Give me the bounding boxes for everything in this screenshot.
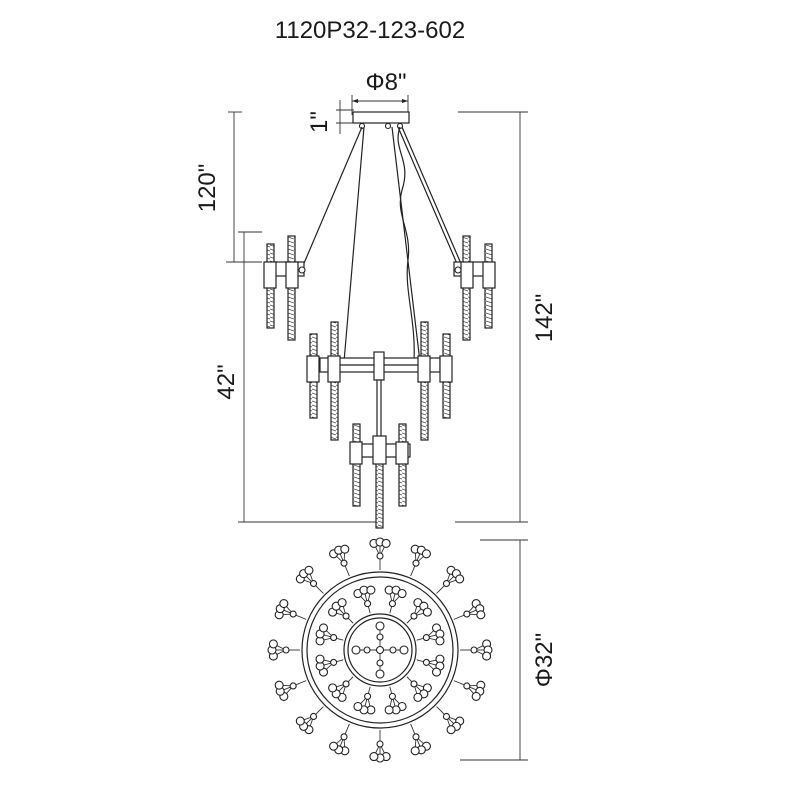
middle-tier	[306, 321, 453, 441]
outer-cluster	[436, 565, 465, 594]
outer-cluster	[274, 599, 307, 620]
fixture-diameter-dimension: Φ32"	[460, 539, 558, 761]
outer-cluster	[295, 565, 324, 594]
outer-cluster	[295, 706, 324, 735]
bottom-view	[267, 537, 493, 763]
middle-cluster	[315, 654, 344, 677]
overall-height-dimension: 142"	[455, 111, 558, 523]
center-light	[375, 645, 385, 655]
inner-light	[399, 645, 409, 655]
upper-tier-left	[263, 235, 306, 341]
middle-cluster	[406, 676, 432, 702]
middle-cluster	[384, 686, 407, 715]
outer-cluster	[329, 544, 350, 577]
inner-light	[363, 646, 371, 654]
canopy-diameter-label: Φ8"	[365, 69, 406, 96]
outer-cluster	[410, 723, 431, 756]
chain-length-dimension: 120"	[194, 111, 262, 263]
canopy-height-label: 1"	[306, 111, 333, 133]
fixture-height-label: 42"	[213, 364, 240, 399]
outer-cluster	[460, 639, 493, 661]
model-number: 1120P32-123-602	[275, 17, 465, 44]
outer-cluster	[410, 544, 431, 577]
middle-cluster	[416, 654, 445, 677]
middle-cluster	[353, 585, 376, 614]
inner-light	[389, 646, 397, 654]
middle-light-clusters	[315, 585, 445, 715]
inner-light-cross	[351, 621, 409, 679]
outer-cluster	[267, 639, 300, 661]
canopy-hooks	[358, 122, 404, 130]
middle-cluster	[406, 598, 432, 624]
canopy-diameter-dimension: Φ8"	[351, 69, 409, 115]
outer-cluster	[453, 680, 486, 701]
inner-light	[375, 669, 385, 679]
upper-tier-right	[453, 235, 496, 341]
middle-cluster	[384, 585, 407, 614]
inner-light	[351, 645, 361, 655]
outer-cluster	[329, 723, 350, 756]
overall-height-label: 142"	[531, 294, 558, 343]
outer-cluster	[369, 537, 391, 570]
middle-cluster	[416, 623, 445, 646]
inner-light	[376, 633, 384, 641]
inner-light	[375, 621, 385, 631]
chain-length-label: 120"	[194, 164, 221, 213]
middle-cluster	[353, 686, 376, 715]
middle-cluster	[315, 623, 344, 646]
outer-light-clusters	[267, 537, 493, 763]
middle-cluster	[328, 676, 354, 702]
inner-light	[376, 659, 384, 667]
fixture-height-dimension: 42"	[213, 231, 380, 523]
middle-cluster	[328, 598, 354, 624]
canopy	[352, 111, 410, 124]
outer-cluster	[453, 599, 486, 620]
suspension-cables	[301, 126, 463, 363]
outer-cluster	[274, 680, 307, 701]
outer-cluster	[369, 730, 391, 763]
outer-cluster	[436, 706, 465, 735]
lower-tier	[349, 423, 411, 529]
fixture-diameter-label: Φ32"	[531, 633, 558, 687]
canopy-height-dimension: 1"	[306, 100, 354, 134]
